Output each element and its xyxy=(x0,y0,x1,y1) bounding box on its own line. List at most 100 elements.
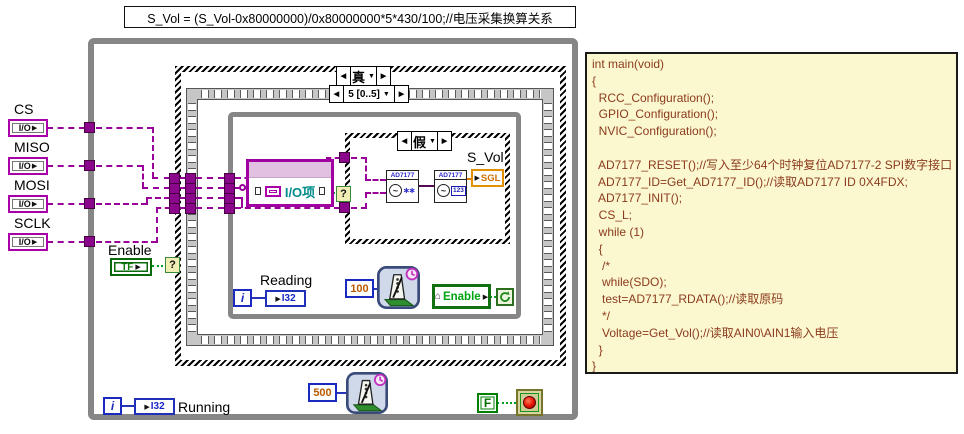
wire xyxy=(365,192,386,194)
inner-loop-condition-terminal[interactable] xyxy=(496,288,514,306)
wire xyxy=(365,192,367,209)
frame-next-icon[interactable]: ▶ xyxy=(398,91,405,98)
code-lines: int main(void){ RCC_Configuration(); GPI… xyxy=(592,56,956,374)
miso-io-terminal[interactable]: I/O▶ xyxy=(8,157,48,175)
wire-integer xyxy=(121,405,134,407)
code-line: int main(void) xyxy=(592,57,665,71)
sclk-io-terminal[interactable]: I/O▶ xyxy=(8,233,48,251)
wire xyxy=(196,207,224,209)
false-constant[interactable]: F xyxy=(477,393,498,413)
wire xyxy=(152,127,154,178)
code-line: { xyxy=(592,241,603,256)
tunnel xyxy=(339,152,350,163)
code-line: while (1) xyxy=(592,224,645,239)
repeat-arrow-icon xyxy=(500,291,510,302)
stop-led xyxy=(523,396,536,409)
code-line: { xyxy=(592,73,597,88)
wire-junction xyxy=(239,184,246,191)
ad7177-convert-subvi[interactable]: AD7177 ~ 123 xyxy=(434,170,467,203)
output-arrow-icon: ▶ xyxy=(31,163,38,170)
miso-label: MISO xyxy=(14,139,50,155)
wire xyxy=(146,197,170,199)
code-line: CS_L; xyxy=(592,208,633,223)
house-icon: ⌂ xyxy=(434,291,441,302)
wait-ms-icon[interactable] xyxy=(346,372,388,414)
wait-ms-icon[interactable] xyxy=(377,266,420,309)
inner-iteration-terminal[interactable]: i xyxy=(233,289,252,307)
io-name-constant[interactable]: I/O项 xyxy=(246,159,334,207)
cs-io-terminal[interactable]: I/O▶ xyxy=(8,119,48,137)
wire xyxy=(419,185,434,187)
code-line: AD7177_RESET();//写入至少64个时钟复位AD7177-2 SPI… xyxy=(592,157,953,172)
code-line: } xyxy=(592,342,603,357)
wire xyxy=(96,127,153,129)
wire xyxy=(235,197,243,199)
wire xyxy=(351,207,367,209)
outer-case-selector[interactable]: ◀ 真▼ ▶ xyxy=(336,66,391,86)
sequence-frame-selector[interactable]: ◀ 5 [0..5]▼ ▶ xyxy=(329,85,409,103)
input-arrow-icon: ▶ xyxy=(275,295,281,303)
code-line: RCC_Configuration(); xyxy=(592,90,715,105)
inner-case-selector-value: 假 xyxy=(413,134,427,150)
wire xyxy=(142,187,170,189)
wire xyxy=(196,177,224,179)
wire-integer xyxy=(252,297,265,299)
frame-prev-icon[interactable]: ◀ xyxy=(333,91,340,98)
output-arrow-icon: ▶ xyxy=(31,125,38,132)
code-line: */ xyxy=(592,308,611,323)
wait-constant-500[interactable]: 500 xyxy=(308,383,337,402)
case-prev-icon[interactable]: ◀ xyxy=(401,138,408,145)
inner-case-selector[interactable]: ◀ 假▼ ▶ xyxy=(397,131,452,151)
code-line: Voltage=Get_Vol();//读取AIN0\AIN1输入电压 xyxy=(592,325,839,340)
wire xyxy=(156,207,170,209)
wire xyxy=(180,187,186,189)
code-line xyxy=(592,140,956,157)
enable-label: Enable xyxy=(108,242,152,258)
outer-iteration-terminal[interactable]: i xyxy=(103,397,122,415)
wire xyxy=(351,157,367,159)
outer-loop-stop-terminal[interactable] xyxy=(516,389,543,416)
tunnel xyxy=(84,160,95,171)
wire xyxy=(146,197,148,205)
s-vol-sgl-terminal[interactable]: ▶SGL xyxy=(471,169,504,187)
wire xyxy=(96,203,147,205)
dropdown-icon[interactable]: ▼ xyxy=(368,72,375,80)
wire xyxy=(365,157,367,180)
case-next-icon[interactable]: ▶ xyxy=(441,138,448,145)
code-line: while(SDO); xyxy=(592,275,667,290)
wire xyxy=(152,177,170,179)
case-prev-icon[interactable]: ◀ xyxy=(340,73,347,80)
formula-label: S_Vol = (S_Vol-0x80000000)/0x80000000*5*… xyxy=(124,6,576,28)
wait-constant-100[interactable]: 100 xyxy=(345,279,374,298)
dropdown-icon[interactable]: ▼ xyxy=(429,137,436,145)
page-icon xyxy=(254,187,261,195)
code-line: /* xyxy=(592,258,611,273)
output-arrow-icon: ▶ xyxy=(482,293,489,301)
tunnel xyxy=(169,203,180,214)
signal-icon: ∗∗ xyxy=(403,186,415,195)
reading-label: Reading xyxy=(260,272,313,288)
code-line: } xyxy=(592,359,597,374)
inner-case-selector-terminal[interactable]: ? xyxy=(336,186,351,202)
wire-integer xyxy=(336,392,347,394)
dropdown-icon[interactable]: ▼ xyxy=(382,90,390,98)
output-arrow-icon: ▶ xyxy=(31,201,38,208)
running-label: Running xyxy=(178,399,231,415)
running-i32-terminal[interactable]: ▶I32 xyxy=(134,398,175,415)
c-code-panel: int main(void){ RCC_Configuration(); GPI… xyxy=(585,52,958,374)
mosi-io-terminal[interactable]: I/O▶ xyxy=(8,195,48,213)
tunnel xyxy=(185,203,196,214)
wire xyxy=(96,241,157,243)
io-name-constant-header xyxy=(249,162,331,178)
io-const-icon xyxy=(264,185,281,197)
enable-tf-terminal[interactable]: TF▶ xyxy=(110,258,152,276)
enable-boolean-node[interactable]: ⌂Enable▶ xyxy=(432,284,491,309)
outer-case-selector-terminal[interactable]: ? xyxy=(165,257,180,273)
wire xyxy=(47,241,85,243)
reading-i32-terminal[interactable]: ▶I32 xyxy=(265,290,306,307)
waveform-icon: ~ xyxy=(389,184,402,197)
code-line: AD7177_INIT(); xyxy=(592,191,683,206)
case-next-icon[interactable]: ▶ xyxy=(380,73,387,80)
code-line: NVIC_Configuration(); xyxy=(592,124,717,139)
ad7177-read-subvi[interactable]: AD7177 ~ ∗∗ xyxy=(386,170,419,203)
